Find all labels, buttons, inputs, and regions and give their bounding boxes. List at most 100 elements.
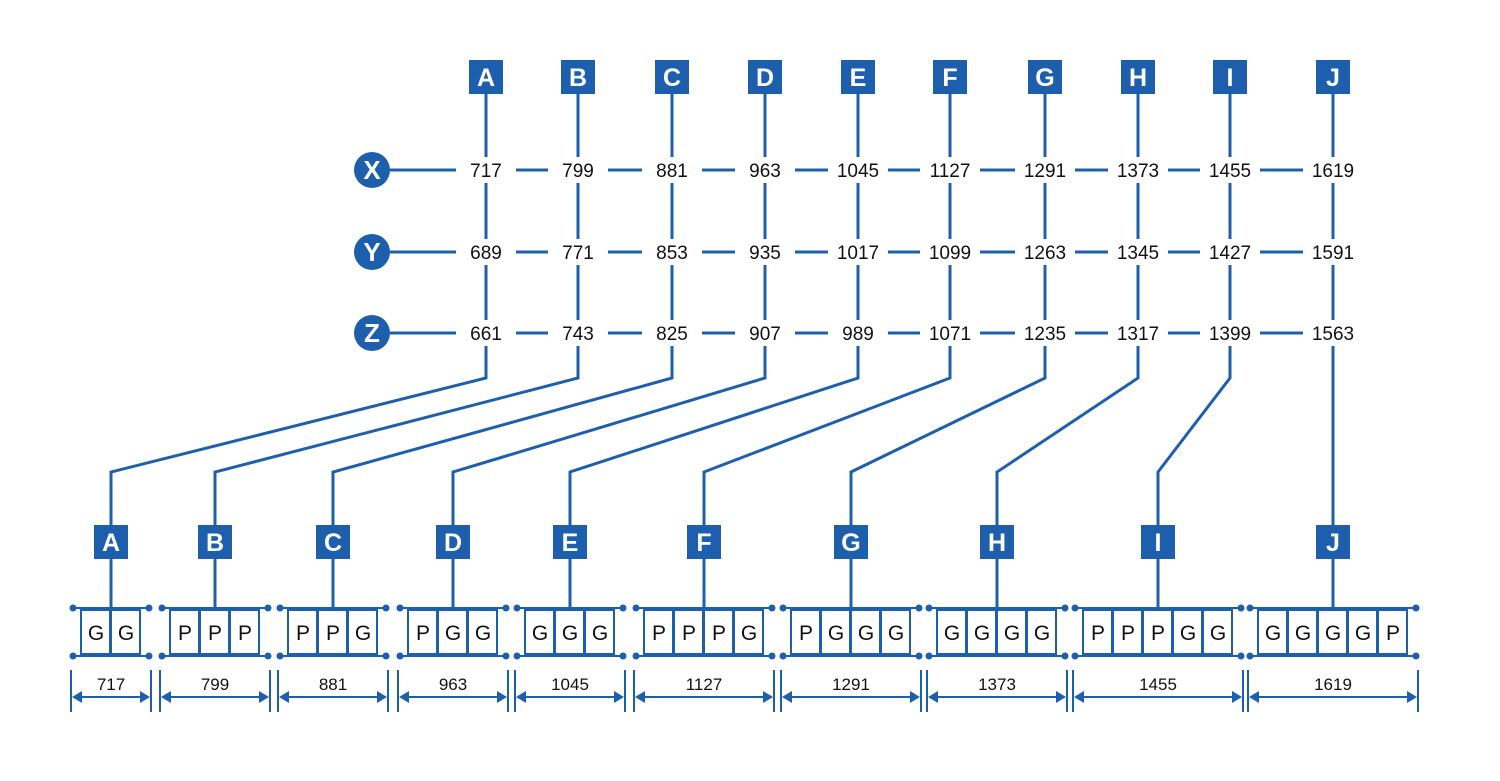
segment-letter: P bbox=[682, 622, 696, 645]
segment-letter: P bbox=[326, 622, 340, 645]
connector-line bbox=[849, 346, 1047, 542]
segment-letter: G bbox=[1295, 622, 1311, 645]
dimension-arrow-right bbox=[140, 691, 150, 703]
rail-dot bbox=[502, 652, 510, 660]
rail-dot bbox=[1061, 604, 1069, 612]
group-header-label: C bbox=[324, 529, 342, 557]
segment-letter: P bbox=[296, 622, 310, 645]
cell-value: 1373 bbox=[1117, 161, 1159, 182]
segment-cell bbox=[1202, 609, 1233, 655]
segment-letter: P bbox=[1386, 622, 1400, 645]
segment-cell bbox=[1377, 609, 1408, 655]
rail-dot bbox=[619, 652, 627, 660]
cell-value: 1591 bbox=[1312, 243, 1354, 264]
cell-value: 1455 bbox=[1209, 161, 1251, 182]
cell-value: 881 bbox=[656, 161, 688, 182]
segment-letter: G bbox=[858, 622, 874, 645]
column-header-box bbox=[469, 60, 503, 94]
rail-dot bbox=[69, 652, 77, 660]
connector-line bbox=[568, 346, 860, 542]
dimension-label: 1619 bbox=[1314, 675, 1352, 694]
group-header-label: E bbox=[562, 529, 579, 557]
segment-cell bbox=[229, 609, 260, 655]
dimension-arrow-left bbox=[1249, 691, 1259, 703]
column-header-label: J bbox=[1326, 64, 1340, 92]
group-header-box bbox=[1141, 525, 1175, 559]
cell-value: 907 bbox=[749, 324, 781, 345]
cell-value: 661 bbox=[470, 324, 502, 345]
cell-value: 1427 bbox=[1209, 243, 1251, 264]
segment-letter: G bbox=[1034, 622, 1050, 645]
cell-value: 799 bbox=[562, 161, 594, 182]
segment-cell bbox=[790, 609, 821, 655]
segment-letter: P bbox=[1121, 622, 1135, 645]
rail-dot bbox=[513, 604, 521, 612]
cell-value: 1399 bbox=[1209, 324, 1251, 345]
column-header-box bbox=[1121, 60, 1155, 94]
cell-value: 1563 bbox=[1312, 324, 1354, 345]
rail-dot bbox=[768, 604, 776, 612]
segment-letter: P bbox=[178, 622, 192, 645]
rail-dot bbox=[276, 604, 284, 612]
rail-dot bbox=[158, 604, 166, 612]
column-header-label: B bbox=[569, 64, 587, 92]
dimension-label: 1045 bbox=[551, 675, 589, 694]
dimension-arrow-left bbox=[1074, 691, 1084, 703]
group-header-box bbox=[553, 525, 587, 559]
row-circle bbox=[354, 234, 390, 270]
segment-cell bbox=[1287, 609, 1318, 655]
dimension-label: 1373 bbox=[978, 675, 1016, 694]
cell-value: 935 bbox=[749, 243, 781, 264]
cell-value: 1017 bbox=[837, 243, 879, 264]
segment-letter: G bbox=[1325, 622, 1341, 645]
dimension-label: 881 bbox=[319, 675, 347, 694]
segment-cell bbox=[703, 609, 734, 655]
cell-value: 963 bbox=[749, 161, 781, 182]
rail-dot bbox=[502, 604, 510, 612]
column-header-box bbox=[1028, 60, 1062, 94]
cell-value: 1071 bbox=[929, 324, 971, 345]
connector-line bbox=[1156, 346, 1232, 542]
column-header-label: F bbox=[942, 64, 957, 92]
dimension-arrow-right bbox=[910, 691, 920, 703]
dimension-arrow-right bbox=[614, 691, 624, 703]
rail-dot bbox=[1412, 604, 1420, 612]
column-header-label: C bbox=[663, 64, 681, 92]
column-header-label: I bbox=[1227, 64, 1234, 92]
column-header-label: H bbox=[1129, 64, 1147, 92]
cell-value: 689 bbox=[470, 243, 502, 264]
rail-dot bbox=[382, 604, 390, 612]
dimension-label: 717 bbox=[97, 675, 125, 694]
group-header-box bbox=[436, 525, 470, 559]
rail-dot bbox=[145, 604, 153, 612]
column-header-label: G bbox=[1035, 64, 1054, 92]
segment-letter: G bbox=[118, 622, 134, 645]
rail-dot bbox=[925, 604, 933, 612]
column-header-box bbox=[1213, 60, 1247, 94]
segment-letter: P bbox=[652, 622, 666, 645]
column-header-label: D bbox=[756, 64, 774, 92]
group-header-box bbox=[316, 525, 350, 559]
rail-dot bbox=[1237, 652, 1245, 660]
dimension-label: 1127 bbox=[686, 675, 723, 694]
segment-cell bbox=[936, 609, 967, 655]
segment-letter: G bbox=[1180, 622, 1196, 645]
segment-letter: P bbox=[712, 622, 726, 645]
cell-value: 717 bbox=[470, 161, 502, 182]
segment-cell bbox=[554, 609, 585, 655]
segment-letter: G bbox=[355, 622, 371, 645]
rail-dot bbox=[1246, 652, 1254, 660]
dimension-arrow-left bbox=[635, 691, 645, 703]
group-header-label: B bbox=[206, 529, 224, 557]
cell-value: 989 bbox=[842, 324, 874, 345]
row-label: X bbox=[363, 155, 381, 185]
segment-letter: P bbox=[1091, 622, 1105, 645]
connector-line bbox=[451, 346, 767, 542]
column-header-box bbox=[748, 60, 782, 94]
column-header-box bbox=[561, 60, 595, 94]
group-header-label: H bbox=[988, 529, 1006, 557]
segment-letter: P bbox=[799, 622, 813, 645]
cell-value: 1317 bbox=[1117, 324, 1159, 345]
segment-cell bbox=[437, 609, 468, 655]
dimension-label: 963 bbox=[439, 675, 467, 694]
